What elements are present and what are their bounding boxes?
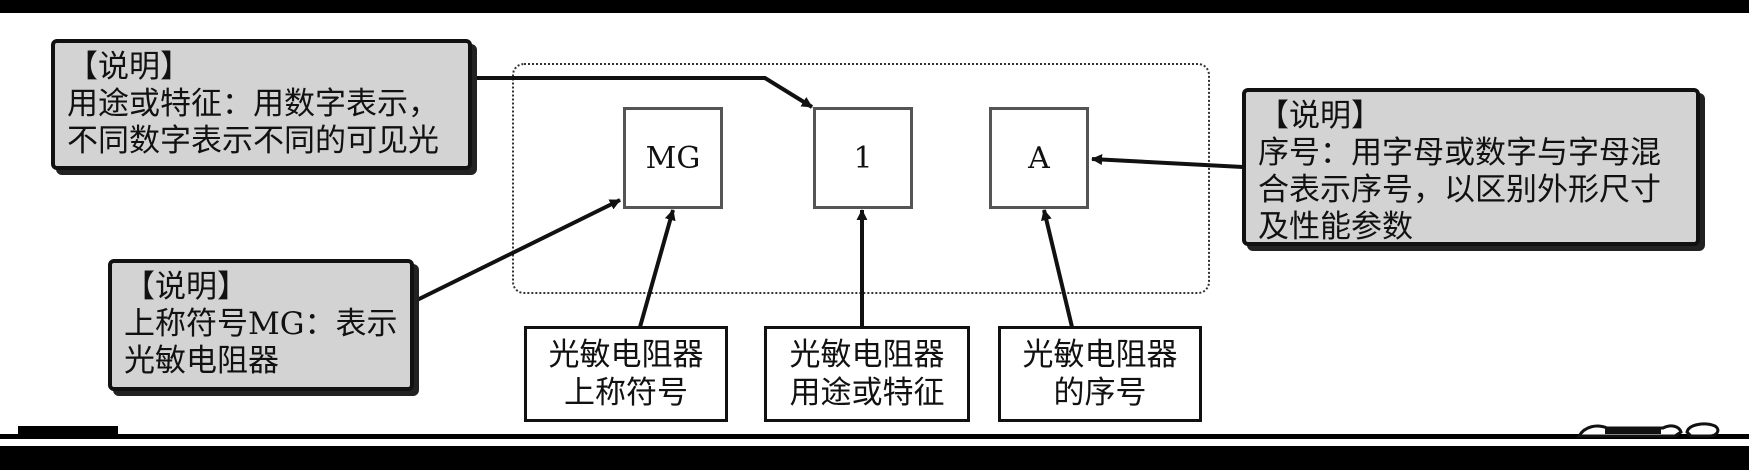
note-serial-heading: 【说明】 [1258,98,1382,134]
note-symbol-line: 上称符号MG：表示 [124,306,398,342]
bottom-left-mark [18,426,118,434]
label-serial-line1: 光敏电阻器 [1022,337,1178,373]
label-symbol-line2: 上称符号 [564,375,688,411]
note-serial: 【说明】 序号：用字母或数字与字母混 合表示序号，以区别外形尺寸 及性能参数 [1242,88,1700,246]
arrow-symbol-note [412,198,621,304]
note-usage-heading: 【说明】 [67,49,191,85]
note-serial-line: 序号：用字母或数字与字母混 [1258,135,1661,171]
label-symbol: 光敏电阻器 上称符号 [524,326,728,422]
pencil-decoration-icon [1576,422,1720,438]
label-serial: 光敏电阻器 的序号 [998,326,1202,422]
note-symbol-line: 光敏电阻器 [124,343,279,379]
label-symbol-line1: 光敏电阻器 [548,337,704,373]
note-usage-line: 不同数字表示不同的可见光 [67,123,439,159]
note-serial-line: 及性能参数 [1258,209,1413,245]
note-symbol: 【说明】 上称符号MG：表示 光敏电阻器 [108,259,414,391]
arrow-serial-note [1091,154,1244,169]
code-box-a: A [989,107,1089,209]
note-serial-line: 合表示序号，以区别外形尺寸 [1258,172,1661,208]
code-box-1: 1 [813,107,913,209]
arrow-symbol-label [638,209,676,328]
top-border-bar [0,0,1749,13]
code-box-mg: MG [623,107,723,209]
bottom-thin-bar [0,434,1749,439]
arrow-usage-note [470,76,814,109]
note-usage-line: 用途或特征：用数字表示， [67,86,439,122]
label-usage: 光敏电阻器 用途或特征 [764,326,970,422]
arrow-serial-label [1040,209,1074,328]
code-a-text: A [1028,140,1050,176]
label-usage-line2: 用途或特征 [789,375,945,411]
label-usage-line1: 光敏电阻器 [789,337,945,373]
note-usage: 【说明】 用途或特征：用数字表示， 不同数字表示不同的可见光 [51,39,472,170]
bottom-thick-bar [0,446,1749,470]
code-1-text: 1 [853,140,873,176]
note-symbol-heading: 【说明】 [124,269,248,305]
code-mg-text: MG [645,140,701,176]
label-serial-line2: 的序号 [1053,375,1147,411]
